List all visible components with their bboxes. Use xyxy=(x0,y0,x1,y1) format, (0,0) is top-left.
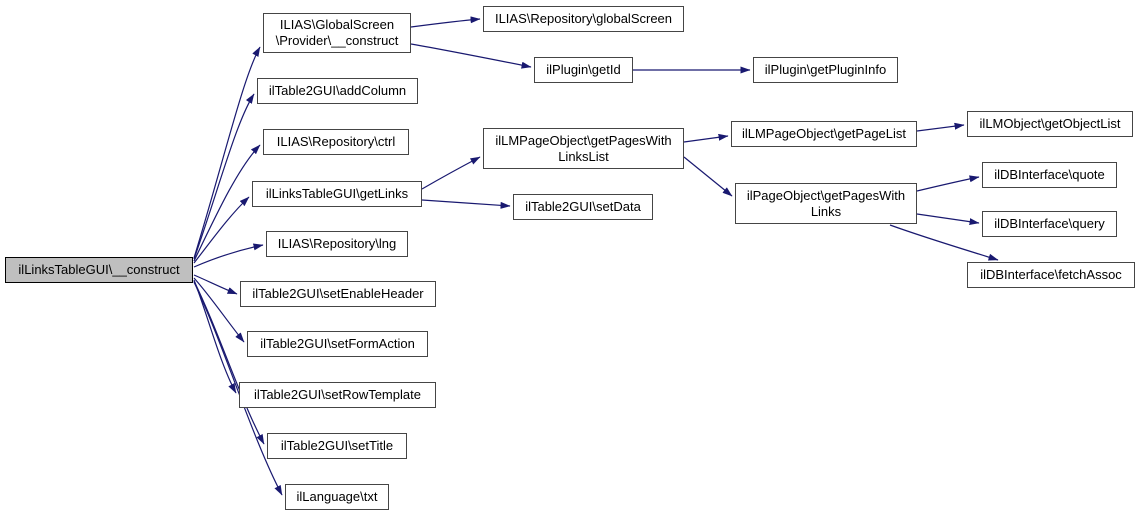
edge-getlinks-setdata xyxy=(421,199,511,209)
node-illinkstablegui-getlinks[interactable]: ilLinksTableGUI\getLinks xyxy=(252,181,422,207)
node-iltable2gui-addcolumn[interactable]: ilTable2GUI\addColumn xyxy=(257,78,418,104)
node-iltable2gui-settitle[interactable]: ilTable2GUI\setTitle xyxy=(267,433,407,459)
node-illmpageobject-getpageswithlinkslist[interactable]: ilLMPageObject\getPagesWith LinksList xyxy=(483,128,684,169)
edge-getpagelist-getobjectlist xyxy=(916,122,965,132)
node-illanguage-txt[interactable]: ilLanguage\txt xyxy=(285,484,389,510)
edge-construct-getlinks xyxy=(193,196,250,264)
edge-construct-txt xyxy=(193,281,283,496)
edge-construct-setformaction xyxy=(193,277,245,343)
node-ildbinterface-query[interactable]: ilDBInterface\query xyxy=(982,211,1117,237)
edge-getlinks-getpageswithlinkslist xyxy=(421,156,481,190)
node-illmobject-getobjectlist[interactable]: ilLMObject\getObjectList xyxy=(967,111,1133,137)
edge-linkslist-getpageswithlinks xyxy=(683,156,733,197)
edge-construct-provider xyxy=(193,46,261,259)
node-ildbinterface-quote[interactable]: ilDBInterface\quote xyxy=(982,162,1117,188)
node-ilias-globalscreen-provider-construct[interactable]: ILIAS\GlobalScreen \Provider\__construct xyxy=(263,13,411,53)
edge-provider-globalscreen xyxy=(410,16,481,28)
edge-getpageswithlinks-fetchassoc xyxy=(889,224,999,261)
edge-construct-addcolumn xyxy=(193,93,255,260)
node-ilias-repository-lng[interactable]: ILIAS\Repository\lng xyxy=(266,231,408,257)
node-ilplugin-getplugininfo[interactable]: ilPlugin\getPluginInfo xyxy=(753,57,898,83)
node-iltable2gui-setformaction[interactable]: ilTable2GUI\setFormAction xyxy=(247,331,428,357)
node-ilias-repository-globalscreen[interactable]: ILIAS\Repository\globalScreen xyxy=(483,6,684,32)
edge-linkslist-getpagelist xyxy=(683,133,729,143)
edge-getpageswithlinks-quote xyxy=(916,175,980,192)
edge-construct-settitle xyxy=(193,280,265,445)
node-ilpageobject-getpageswithlinks[interactable]: ilPageObject\getPagesWith Links xyxy=(735,183,917,224)
node-ildbinterface-fetchassoc[interactable]: ilDBInterface\fetchAssoc xyxy=(967,262,1135,288)
edge-getpageswithlinks-query xyxy=(916,213,980,226)
edge-provider-getid xyxy=(410,43,532,69)
edge-construct-lng xyxy=(193,243,264,268)
edge-construct-ctrl xyxy=(193,144,261,262)
node-iltable2gui-setenableheader[interactable]: ilTable2GUI\setEnableHeader xyxy=(240,281,436,307)
node-ilplugin-getid[interactable]: ilPlugin\getId xyxy=(534,57,633,83)
node-ilias-repository-ctrl[interactable]: ILIAS\Repository\ctrl xyxy=(263,129,409,155)
node-illmpageobject-getpagelist[interactable]: ilLMPageObject\getPageList xyxy=(731,121,917,147)
node-iltable2gui-setdata[interactable]: ilTable2GUI\setData xyxy=(513,194,653,220)
node-iltable2gui-setrowtemplate[interactable]: ilTable2GUI\setRowTemplate xyxy=(239,382,436,408)
edge-construct-setenableheader xyxy=(193,274,238,295)
node-illinkstablegui-construct[interactable]: ilLinksTableGUI\__construct xyxy=(5,257,193,283)
